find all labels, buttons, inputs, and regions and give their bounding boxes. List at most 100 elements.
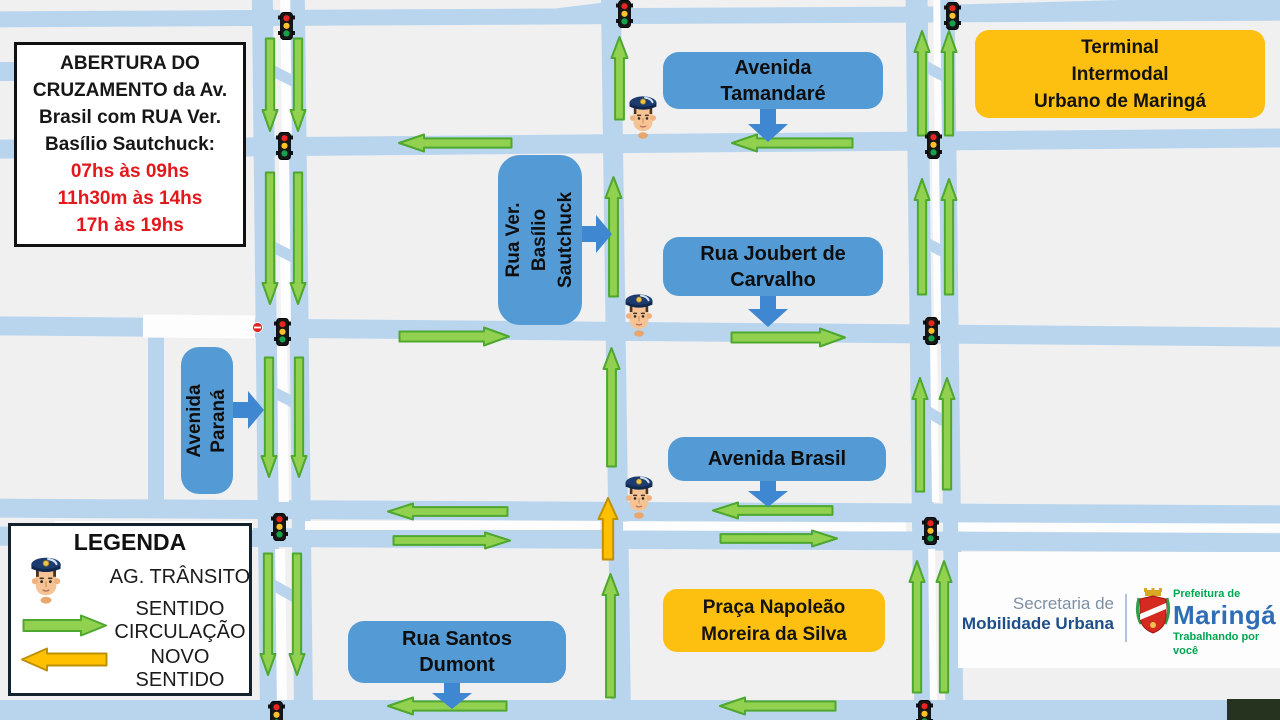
street-label-line: Carvalho xyxy=(730,268,816,291)
traffic-flow-arrow xyxy=(940,178,958,296)
info-time-range: 07hs às 09hs xyxy=(70,161,190,182)
prefeitura-logo-text: Prefeitura de Maringá Trabalhando por vo… xyxy=(1173,588,1280,658)
traffic-flow-arrow xyxy=(602,347,621,468)
traffic-flow-arrow xyxy=(730,327,846,348)
traffic-agent-icon xyxy=(624,291,654,337)
info-heading-line: Basílio Sautchuck: xyxy=(45,134,215,155)
traffic-flow-arrow xyxy=(289,171,307,305)
place-label-line: Intermodal xyxy=(1071,63,1169,85)
opening-schedule-info-box: ABERTURA DO CRUZAMENTO da Av. Brasil com… xyxy=(14,42,246,247)
traffic-flow-arrow xyxy=(288,552,306,676)
traffic-flow-arrow xyxy=(913,178,931,296)
secretaria-logo-text: Secretaria de Mobilidade Urbana xyxy=(958,594,1114,634)
label-pointer-down-icon xyxy=(748,294,788,327)
traffic-flow-arrow xyxy=(22,614,107,637)
traffic-flow-arrow xyxy=(387,696,508,716)
secretaria-line: Secretaria de xyxy=(1012,594,1114,613)
street-label-avenida-brasil: Avenida Brasil xyxy=(668,437,886,481)
street-label-line: Rua Santos xyxy=(401,628,513,650)
place-label-line: Praça Napoleão xyxy=(702,596,846,618)
traffic-flow-arrow xyxy=(398,326,510,347)
label-pointer-down-icon xyxy=(432,681,472,709)
traffic-flow-arrow xyxy=(938,377,956,491)
traffic-agent-icon xyxy=(628,93,658,139)
legend-agent-label: AG. TRÂNSITO xyxy=(109,566,251,588)
traffic-flow-arrow xyxy=(935,560,953,694)
traffic-flow-arrow xyxy=(908,560,926,694)
street-label-line: Paraná xyxy=(208,388,229,453)
street-label-avenida-parana: Avenida Paraná xyxy=(181,347,233,494)
maringa-coat-of-arms-icon xyxy=(1135,588,1171,634)
legend-flow-arrow-icon xyxy=(22,614,109,637)
legend-box: LEGENDA AG. TRÂNSITO SENTIDO CIRCULAÇÃO … xyxy=(8,523,252,696)
traffic-light-icon xyxy=(274,318,291,346)
traffic-flow-arrow xyxy=(610,36,629,121)
info-heading-line: CRUZAMENTO da Av. xyxy=(32,80,228,101)
road-segment xyxy=(148,332,164,508)
place-label-line: Moreira da Silva xyxy=(701,623,847,645)
street-label-line: Rua Ver. xyxy=(503,202,524,278)
label-pointer-right-icon xyxy=(574,215,612,253)
traffic-flow-arrow xyxy=(731,133,854,153)
footer-divider xyxy=(1125,594,1127,642)
place-label-praca-napoleao: Praça Napoleão Moreira da Silva xyxy=(663,589,885,652)
traffic-flow-arrow xyxy=(289,37,307,132)
traffic-light-icon xyxy=(278,12,295,40)
traffic-light-icon xyxy=(268,701,285,720)
street-label-rua-joubert-de-carvalho: Rua Joubert de Carvalho xyxy=(663,237,883,296)
place-label-terminal-intermodal: Terminal Intermodal Urbano de Maringá xyxy=(975,30,1265,118)
new-direction-arrow xyxy=(597,497,619,561)
street-label-line: Avenida xyxy=(734,56,812,79)
place-label-line: Urbano de Maringá xyxy=(1033,90,1207,112)
traffic-flow-arrow xyxy=(260,356,278,478)
legend-traffic-agent-icon xyxy=(29,554,67,604)
traffic-flow-arrow xyxy=(398,133,513,153)
prefeitura-name: Maringá xyxy=(1173,600,1277,630)
traffic-light-icon xyxy=(922,517,939,545)
no-entry-icon xyxy=(252,320,263,338)
traffic-flow-arrow xyxy=(387,502,509,521)
traffic-light-icon xyxy=(925,131,942,159)
legend-new-label-line: NOVO xyxy=(150,646,210,668)
street-label-line: Avenida xyxy=(184,383,205,458)
traffic-flow-arrow xyxy=(290,356,308,478)
prefeitura-slogan: Trabalhando por você xyxy=(1173,631,1260,657)
legend-flow-label-line: CIRCULAÇÃO xyxy=(114,621,246,643)
traffic-flow-arrow xyxy=(261,171,279,305)
street-label-line: Basílio xyxy=(529,208,550,272)
traffic-flow-arrow xyxy=(719,696,837,716)
legend-new-direction-arrow-icon xyxy=(21,647,109,672)
place-label-line: Terminal xyxy=(1081,36,1159,58)
street-label-line: Rua Joubert de xyxy=(700,242,846,265)
traffic-flow-arrow xyxy=(604,176,623,298)
road-median xyxy=(305,521,600,530)
street-label-rua-santos-dumont: Rua Santos Dumont xyxy=(348,621,566,683)
traffic-flow-arrow xyxy=(913,30,931,137)
label-pointer-right-icon xyxy=(226,391,264,429)
traffic-agent-icon xyxy=(624,473,654,519)
street-label-avenida-tamandare: Avenida Tamandaré xyxy=(663,52,883,109)
street-label-line: Dumont xyxy=(419,654,495,676)
label-pointer-down-icon xyxy=(748,479,788,507)
traffic-flow-arrow xyxy=(911,377,929,493)
legend-flow-label-line: SENTIDO xyxy=(135,598,225,620)
traffic-light-icon xyxy=(916,700,933,720)
legend-new-label-line: SENTIDO xyxy=(135,669,225,691)
footer-logos: Secretaria de Mobilidade Urbana Prefeitu… xyxy=(958,552,1280,668)
traffic-flow-arrow xyxy=(601,573,620,699)
street-label-line: Tamandaré xyxy=(720,82,826,105)
traffic-light-icon xyxy=(616,0,633,28)
traffic-light-icon xyxy=(944,2,961,30)
info-heading-line: ABERTURA DO xyxy=(60,53,200,74)
traffic-flow-arrow xyxy=(719,529,838,548)
traffic-flow-arrow xyxy=(940,30,958,137)
traffic-flow-arrow xyxy=(712,501,834,520)
street-label-rua-ver-basilio-sautchuck: Rua Ver. Basílio Sautchuck xyxy=(498,155,582,325)
road-segment xyxy=(1227,699,1280,720)
legend-title: LEGENDA xyxy=(73,529,187,555)
traffic-light-icon xyxy=(923,317,940,345)
info-time-range: 11h30m às 14hs xyxy=(57,188,203,209)
street-label-line: Avenida Brasil xyxy=(707,448,847,470)
